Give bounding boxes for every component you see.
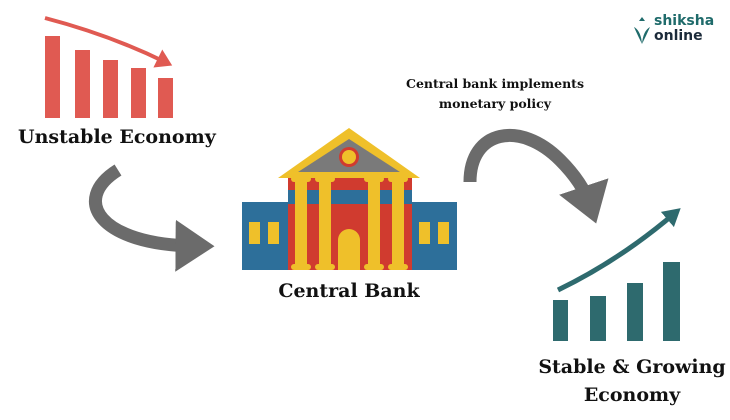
central-bank-label: Central Bank xyxy=(278,280,420,302)
stable-line1: Stable & Growing xyxy=(538,356,726,378)
policy-line2: monetary policy xyxy=(438,96,552,111)
policy-line1: Central bank implements xyxy=(406,76,584,91)
bank-building-icon xyxy=(242,128,457,270)
unstable-economy-label: Unstable Economy xyxy=(18,126,216,148)
policy-label: Central bank implements monetary policy xyxy=(405,74,585,114)
logo-line1: shiksha xyxy=(654,13,715,29)
declining-chart-icon xyxy=(44,16,173,118)
stable-economy-label: Stable & Growing Economy xyxy=(532,353,730,409)
curved-arrow-left xyxy=(89,164,215,272)
shiksha-online-logo: shiksha online xyxy=(654,14,714,44)
stable-line2: Economy xyxy=(583,384,681,406)
growth-chart-icon xyxy=(553,208,681,341)
curved-arrow-right xyxy=(463,129,609,224)
logo-icon xyxy=(634,17,650,44)
logo-line2: online xyxy=(654,28,703,44)
